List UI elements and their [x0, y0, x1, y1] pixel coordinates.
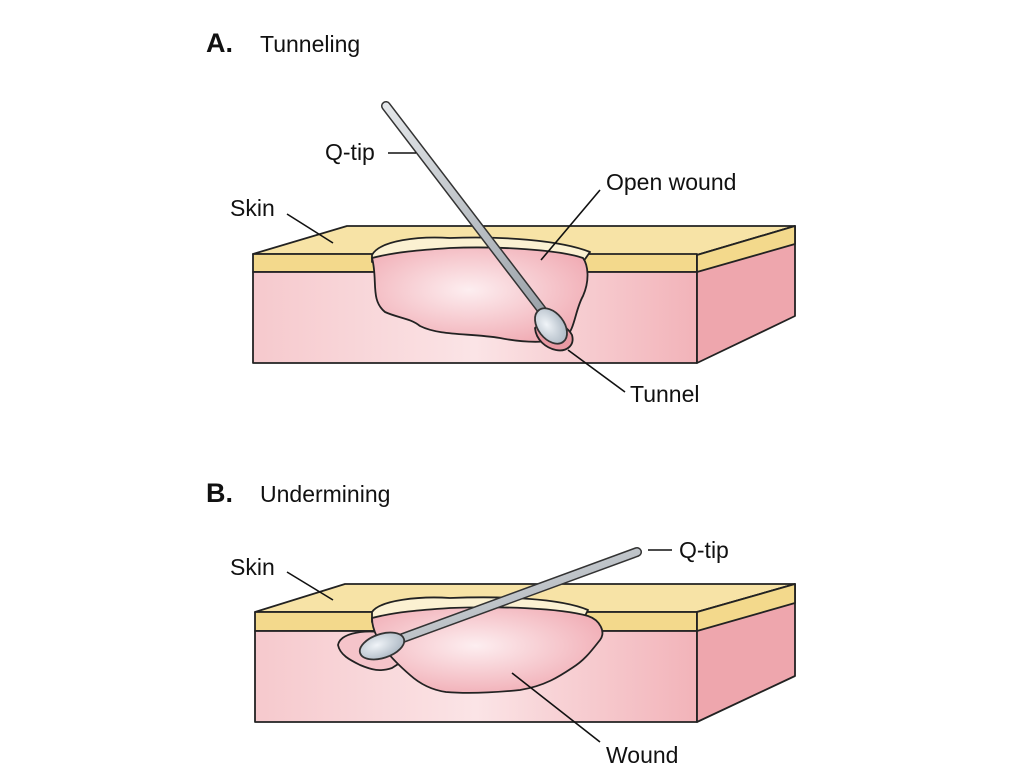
- panel-b-letter: B.: [206, 478, 233, 508]
- qtip-cotton-a: [534, 307, 568, 345]
- leader-skin-a: [286, 213, 334, 244]
- leader-wound-b: [511, 672, 601, 743]
- skin-side-strip-b: [696, 583, 796, 632]
- panel-b: B. Undermining Q-tip Skin Wound: [206, 478, 796, 768]
- label-qtip-a: Q-tip: [325, 139, 375, 165]
- qtip-stick-a: [382, 102, 552, 322]
- qtip-stick-b: [396, 548, 641, 643]
- leader-skin-b: [286, 571, 334, 601]
- leader-open-wound-a: [540, 189, 601, 261]
- panel-a: A. Tunneling: [206, 28, 796, 407]
- panel-a-title: Tunneling: [260, 31, 360, 57]
- qtip-b: [358, 547, 642, 661]
- skin-side-strip-a: [696, 225, 796, 273]
- panel-b-title: Undermining: [260, 481, 390, 507]
- qtip-a: [381, 101, 568, 345]
- label-wound-b: Wound: [606, 742, 678, 768]
- label-skin-b: Skin: [230, 554, 275, 580]
- label-tunnel-a: Tunnel: [630, 381, 699, 407]
- label-qtip-b: Q-tip: [679, 537, 729, 563]
- qtip-cotton-b: [358, 631, 406, 661]
- label-open-wound-a: Open wound: [606, 169, 736, 195]
- panel-a-letter: A.: [206, 28, 233, 58]
- label-skin-a: Skin: [230, 195, 275, 221]
- open-wound-a: [371, 236, 591, 352]
- leader-tunnel-a: [567, 349, 626, 393]
